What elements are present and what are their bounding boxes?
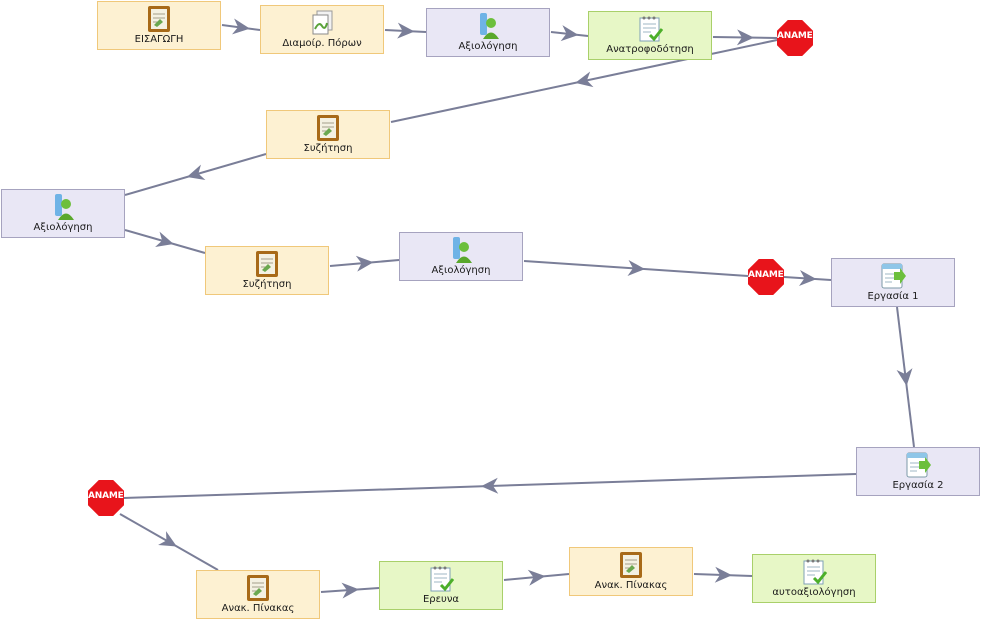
checklist-icon: [430, 566, 454, 592]
transition-arrowhead-3: [560, 25, 579, 42]
assessment-user-icon: [453, 237, 472, 263]
transition-arrowhead-4: [736, 29, 754, 46]
notepad-icon: [256, 251, 278, 277]
activity-label: Ανακ. Πίνακας: [221, 603, 295, 614]
transition-arrowhead-9: [627, 259, 645, 276]
activity-label: Ερευνα: [422, 594, 460, 605]
activity-anak-pinakas-1[interactable]: Ανακ. Πίνακας: [196, 570, 320, 619]
activity-axiologisi-2[interactable]: Αξιολόγηση: [1, 189, 125, 238]
activity-erevna[interactable]: Ερευνα: [379, 561, 503, 610]
activity-label: αυτοαξιολόγηση: [772, 587, 856, 598]
assessment-user-icon: [55, 194, 74, 220]
activity-label: Αξιολόγηση: [33, 222, 93, 233]
activity-axiologisi-1[interactable]: Αξιολόγηση: [426, 8, 550, 57]
stop-gate-1[interactable]: ΑΝΑΜΕΝΕΤΕ: [777, 20, 813, 56]
checklist-icon: [639, 16, 663, 42]
activity-label: Συζήτηση: [242, 279, 292, 290]
transition-arrowhead-1: [232, 18, 250, 35]
activity-axiologisi-3[interactable]: Αξιολόγηση: [399, 232, 523, 281]
stop-gate-2[interactable]: ΑΝΑΜΕΝΕΤΕ: [748, 259, 784, 295]
transition-arrowhead-8: [355, 255, 374, 272]
transition-arrowhead-12: [481, 477, 499, 494]
activity-syzitisi-1[interactable]: Συζήτηση: [266, 110, 390, 159]
transition-arrowhead-5: [575, 71, 594, 88]
activity-anak-pinakas-2[interactable]: Ανακ. Πίνακας: [569, 547, 693, 596]
transition-arrowhead-15: [527, 569, 546, 586]
notepad-icon: [247, 575, 269, 601]
transition-arrowhead-10: [799, 270, 817, 286]
activity-label: Ανατροφοδότηση: [606, 44, 694, 55]
stop-gate-3[interactable]: ΑΝΑΜΕΝΕΤΕ: [88, 480, 124, 516]
activity-label: ΕΙΣΑΓΩΓΗ: [134, 34, 184, 45]
activity-label: Εργασία 1: [867, 291, 919, 302]
notepad-icon: [148, 6, 170, 32]
stop-gate-label: ΑΝΑΜΕΝΕΤΕ: [88, 491, 124, 501]
stop-gate-label: ΑΝΑΜΕΝΕΤΕ: [748, 270, 784, 280]
notepad-icon: [317, 115, 339, 141]
notepad-icon: [620, 552, 642, 578]
activity-label: Αξιολόγηση: [458, 41, 518, 52]
transition-arrowhead-7: [155, 231, 174, 247]
activity-label: Συζήτηση: [303, 143, 353, 154]
task-submit-icon: [881, 263, 906, 289]
activity-ergasia-2[interactable]: Εργασία 2: [856, 447, 980, 496]
activity-label: Διαμοίρ. Πόρων: [282, 38, 362, 49]
activity-label: Ανακ. Πίνακας: [594, 580, 668, 591]
assessment-user-icon: [480, 13, 499, 39]
activity-aftoaxiologisi[interactable]: αυτοαξιολόγηση: [752, 554, 876, 603]
task-submit-icon: [906, 452, 931, 478]
transition-arrowhead-11: [896, 368, 913, 386]
transition-lines: [119, 18, 915, 599]
transition-arrowhead-2: [397, 22, 415, 39]
activity-syzitisi-2[interactable]: Συζήτηση: [205, 246, 329, 295]
transition-arrowhead-6: [186, 164, 206, 180]
stop-gate-label: ΑΝΑΜΕΝΕΤΕ: [777, 31, 813, 41]
checklist-icon: [803, 559, 827, 585]
transition-arrowhead-16: [714, 566, 732, 583]
activity-diamoir-poron[interactable]: Διαμοίρ. Πόρων: [260, 5, 384, 54]
activity-anatrofodotisi[interactable]: Ανατροφοδότηση: [588, 11, 712, 60]
transition-arrowhead-14: [341, 582, 359, 599]
activity-label: Αξιολόγηση: [431, 265, 491, 276]
transition-arrowhead-13: [158, 531, 177, 547]
activity-eisagogi[interactable]: ΕΙΣΑΓΩΓΗ: [97, 1, 221, 50]
activity-ergasia-1[interactable]: Εργασία 1: [831, 258, 955, 307]
activity-label: Εργασία 2: [892, 480, 944, 491]
shared-resources-icon: [312, 10, 333, 35]
